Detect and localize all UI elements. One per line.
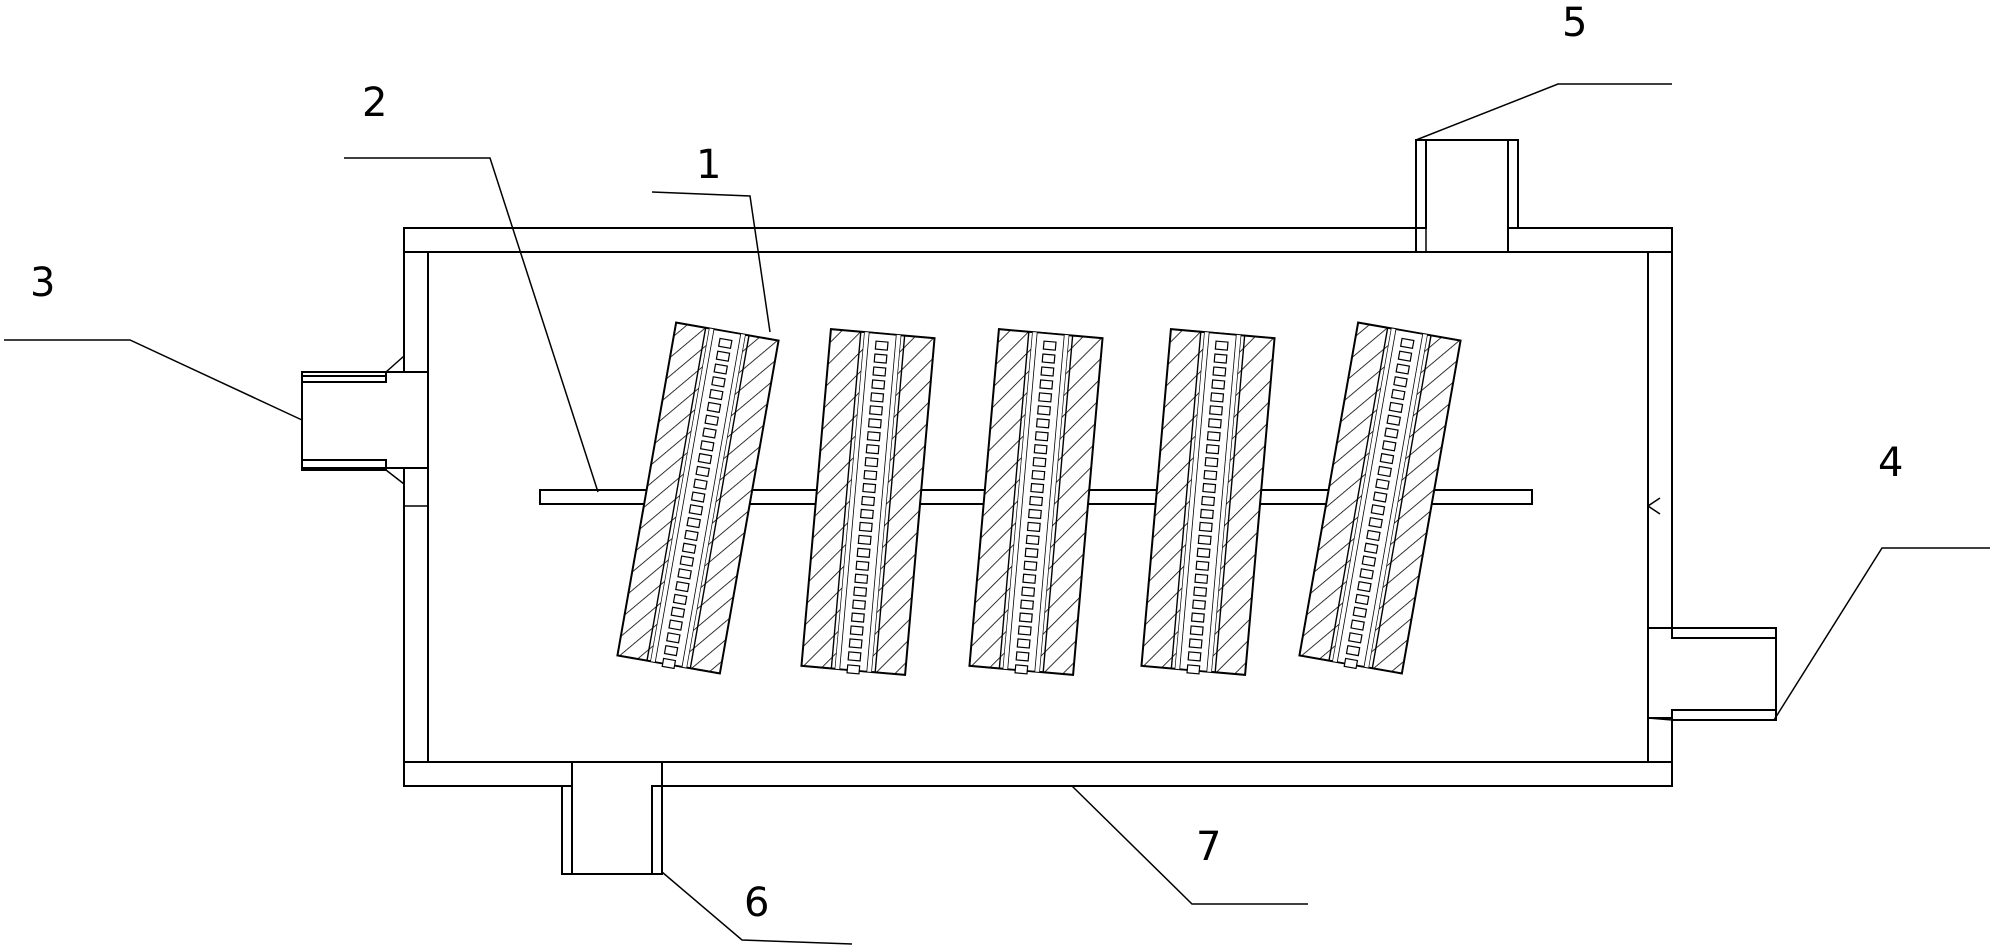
plate-group (616, 321, 1462, 676)
label-2: 2 (362, 80, 387, 126)
outlet-pipe-6 (561, 785, 663, 875)
part-labels: 1 2 3 4 5 6 7 (30, 0, 1903, 926)
outlet-pipe-5 (1415, 139, 1519, 252)
label-6: 6 (744, 880, 769, 926)
plate (1140, 328, 1276, 676)
plate (616, 321, 780, 675)
label-5: 5 (1562, 0, 1587, 46)
label-1: 1 (696, 142, 721, 188)
plate (1298, 321, 1462, 675)
outlet-pipe-4 (1647, 627, 1777, 721)
plate (800, 328, 936, 676)
vessel-shell (403, 227, 1673, 787)
label-4: 4 (1878, 440, 1903, 486)
leader-lines (4, 83, 1990, 945)
label-7: 7 (1196, 824, 1221, 870)
label-3: 3 (30, 260, 55, 306)
inlet-pipe-3 (301, 355, 405, 485)
plate (968, 328, 1104, 676)
